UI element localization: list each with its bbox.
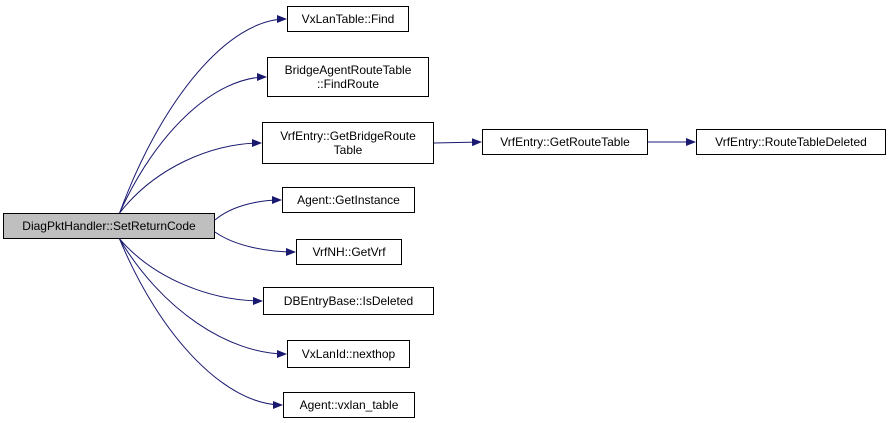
edge-root-to-find (119, 15, 287, 214)
node-vxlantable-find[interactable]: VxLanTable::Find (287, 6, 409, 32)
node-vrfentry-routetabledeleted[interactable]: VrfEntry::RouteTableDeleted (696, 129, 886, 155)
node-root: DiagPktHandler::SetReturnCode (3, 213, 215, 239)
node-vrfnh-getvrf[interactable]: VrfNH::GetVrf (296, 239, 402, 265)
node-agent-vxlan-table[interactable]: Agent::vxlan_table (283, 392, 415, 418)
node-vxlanid-nexthop[interactable]: VxLanId::nexthop (287, 340, 410, 368)
edge-root-to-vxlantable (119, 238, 283, 409)
node-bridgeagentroutetable-findroute[interactable]: BridgeAgentRouteTable ::FindRoute (267, 57, 429, 97)
edge-getbridge-to-getroutetable (433, 138, 482, 147)
node-vrfentry-getroutetable[interactable]: VrfEntry::GetRouteTable (482, 129, 648, 155)
edge-root-to-findroute (119, 73, 267, 214)
edge-root-to-getvrf (214, 231, 296, 256)
edge-root-to-nexthop (119, 238, 287, 358)
edge-root-to-getbridge (119, 139, 262, 214)
node-agent-getinstance[interactable]: Agent::GetInstance (282, 187, 415, 213)
node-vrfentry-getbridgeroutetable[interactable]: VrfEntry::GetBridgeRoute Table (262, 122, 434, 164)
edge-root-to-getinstance (214, 196, 282, 221)
edge-root-to-isdeleted (119, 238, 263, 305)
node-dbentrybase-isdeleted[interactable]: DBEntryBase::IsDeleted (263, 287, 434, 315)
